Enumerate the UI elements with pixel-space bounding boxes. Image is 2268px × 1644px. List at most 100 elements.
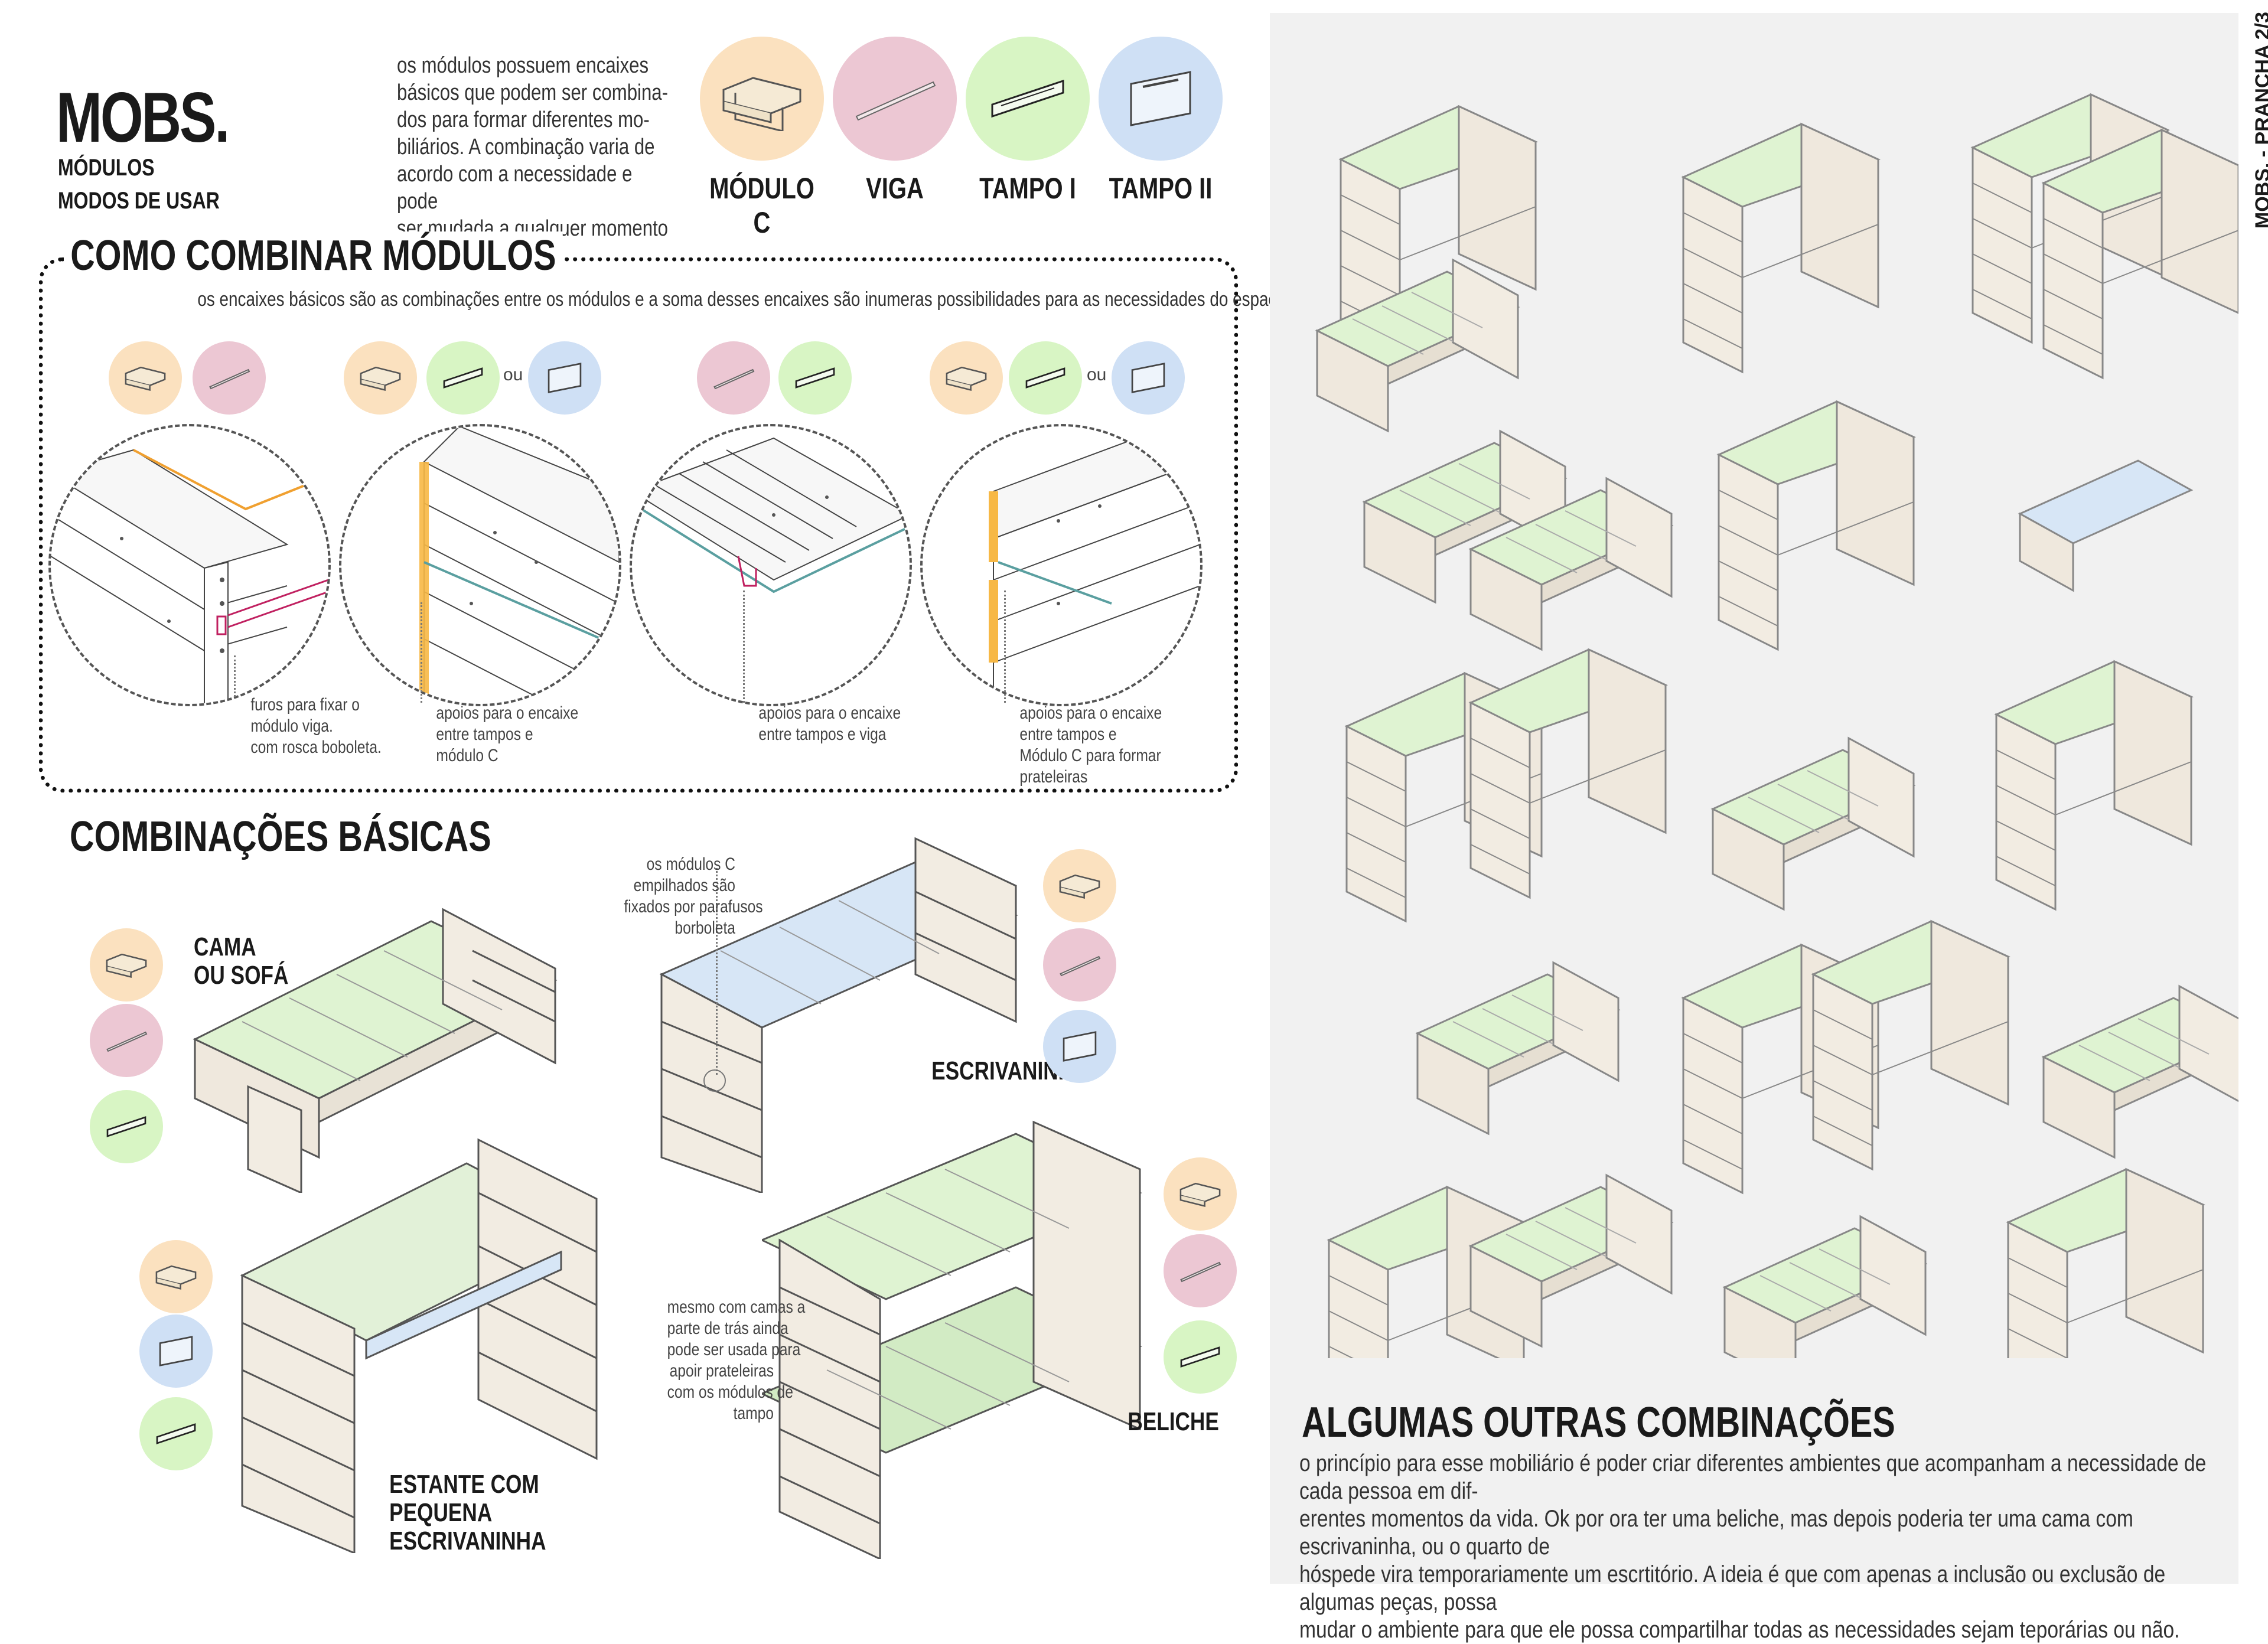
top-i-icon (1164, 1320, 1237, 1394)
intro-line: biliários. A combinação varia de (397, 135, 655, 159)
note-line: prateleiras (1019, 767, 1088, 787)
paragraph-line: hóspede vira temporariamente um escrtitó… (1299, 1561, 2166, 1615)
top-ii-icon (1112, 341, 1185, 415)
note-leader (421, 602, 422, 703)
label-line: ESCRIVANINHA (389, 1526, 546, 1555)
subtitle-modules: MÓDULOS (58, 155, 155, 181)
note-line: módulo C (436, 746, 498, 765)
note-line: mesmo com camas a (667, 1297, 806, 1317)
note-line: pode ser usada para (667, 1340, 801, 1359)
page-title: MOBS. (56, 78, 230, 157)
module-c-icon (109, 341, 182, 415)
top-i-icon (1009, 341, 1082, 415)
note-leader (716, 868, 718, 1075)
beam-icon (697, 341, 770, 415)
detail-note-4: apoios para o encaixe entre tampos e Mód… (1019, 703, 1162, 788)
detail-note-2: apoios para o encaixe entre tampos e mód… (436, 703, 578, 766)
module-label-tampo-ii: TAMPO II (1109, 172, 1213, 205)
sheet-label: MOBS. - PRANCHA 2/3 (2251, 12, 2268, 229)
combine-heading: COMO COMBINAR MÓDULOS (64, 231, 563, 280)
label-line: PEQUENA (389, 1498, 493, 1527)
module-c-icon (344, 341, 417, 415)
note-line: módulo viga. (250, 716, 333, 736)
detail-c-tampo (339, 424, 621, 706)
combine-description: os encaixes básicos são as combinações e… (197, 288, 1394, 311)
detail-c-shelves (920, 424, 1203, 706)
top-ii-icon (1099, 37, 1223, 161)
basic-heading: COMBINAÇÕES BÁSICAS (70, 813, 491, 860)
module-c-icon (1164, 1157, 1237, 1231)
note-leader (234, 655, 236, 697)
beam-icon (90, 1004, 163, 1077)
top-i-icon (966, 37, 1090, 161)
combine-frame (39, 257, 1238, 792)
top-i-icon (139, 1397, 213, 1470)
bed-sofa-drawing (193, 908, 558, 1193)
intro-line: dos para formar diferentes mo- (397, 107, 650, 132)
others-heading: ALGUMAS OUTRAS COMBINAÇÕES (1302, 1399, 1895, 1446)
note-line: apoios para o encaixe (436, 703, 579, 723)
note-line: borboleta (674, 918, 735, 938)
detail-c-viga (48, 424, 331, 706)
paragraph-line: mudar o ambiente para que ele possa comp… (1299, 1617, 2180, 1643)
paragraph-line: erentes momentos da vida. Ok por ora ter… (1299, 1506, 2133, 1560)
top-i-icon (90, 1090, 163, 1163)
beam-icon (1164, 1234, 1237, 1307)
subtitle-modes: MODOS DE USAR (58, 188, 220, 214)
paragraph-line: o princípio para esse mobiliário é poder… (1299, 1450, 2207, 1504)
note-line: furos para fixar o (250, 695, 360, 715)
label-line: OU SOFÁ (194, 961, 289, 990)
top-ii-icon (139, 1314, 213, 1388)
module-label-c: MÓDULO C (709, 172, 814, 239)
bunk-bed-drawing (762, 1120, 1142, 1559)
top-ii-icon (528, 341, 601, 415)
shelf-desk-drawing (240, 1138, 598, 1553)
label-line: ESTANTE COM (389, 1470, 539, 1499)
note-leader (1004, 591, 1006, 703)
note-line: com os módulos de (667, 1382, 793, 1402)
or-label: ou (1087, 365, 1107, 384)
detail-note-1: furos para fixar o módulo viga. com rosc… (250, 694, 382, 758)
detail-note-3: apoios para o encaixe entre tampos e vig… (758, 703, 901, 745)
note-line: apoios para o encaixe (758, 703, 901, 723)
note-line: parte de trás ainda (667, 1319, 788, 1338)
note-line: empilhados são (633, 876, 735, 895)
module-c-icon (1043, 849, 1116, 922)
beam-icon (833, 37, 957, 161)
intro-line: básicos que podem ser combina- (397, 80, 668, 105)
beam-icon (1043, 928, 1116, 1002)
note-line: com rosca boboleta. (250, 738, 382, 757)
note-line: os módulos C (646, 854, 735, 874)
other-combinations-grid (1316, 93, 2238, 1358)
beam-icon (193, 341, 266, 415)
note-line: apoios para o encaixe (1019, 703, 1162, 723)
intro-line: acordo com a necessidade e pode (397, 162, 633, 214)
module-label-viga: VIGA (866, 172, 924, 205)
note-beliche: mesmo com camas a parte de trás ainda po… (667, 1297, 806, 1424)
note-line: entre tampos e (436, 725, 533, 744)
note-line: entre tampos e (1019, 725, 1117, 744)
label-line: CAMA (194, 932, 256, 961)
label-beliche: BELICHE (1128, 1407, 1219, 1436)
note-line: Módulo C para formar (1019, 746, 1161, 765)
module-c-icon (700, 37, 824, 161)
top-i-icon (778, 341, 852, 415)
module-c-icon (90, 928, 163, 1002)
top-i-icon (426, 341, 500, 415)
note-line: entre tampos e viga (758, 725, 887, 744)
others-paragraph: o princípio para esse mobiliário é poder… (1299, 1450, 2222, 1644)
module-label-tampo-i: TAMPO I (979, 172, 1076, 205)
or-label: ou (503, 365, 523, 384)
label-estante: ESTANTE COM PEQUENA ESCRIVANINHA (389, 1470, 546, 1555)
module-c-icon (139, 1240, 213, 1313)
note-line: tampo (733, 1404, 774, 1423)
intro-line: os módulos possuem encaixes (397, 53, 649, 78)
note-line: apoir prateleiras (669, 1361, 774, 1381)
module-c-icon (930, 341, 1003, 415)
note-line: fixados por parafusos (624, 897, 763, 916)
note-stack: os módulos C empilhados são fixados por … (624, 854, 763, 939)
top-ii-icon (1043, 1010, 1116, 1083)
desk-drawing (659, 837, 1018, 1193)
label-cama: CAMA OU SOFÁ (194, 933, 288, 990)
intro-text: os módulos possuem encaixes básicos que … (397, 52, 668, 242)
